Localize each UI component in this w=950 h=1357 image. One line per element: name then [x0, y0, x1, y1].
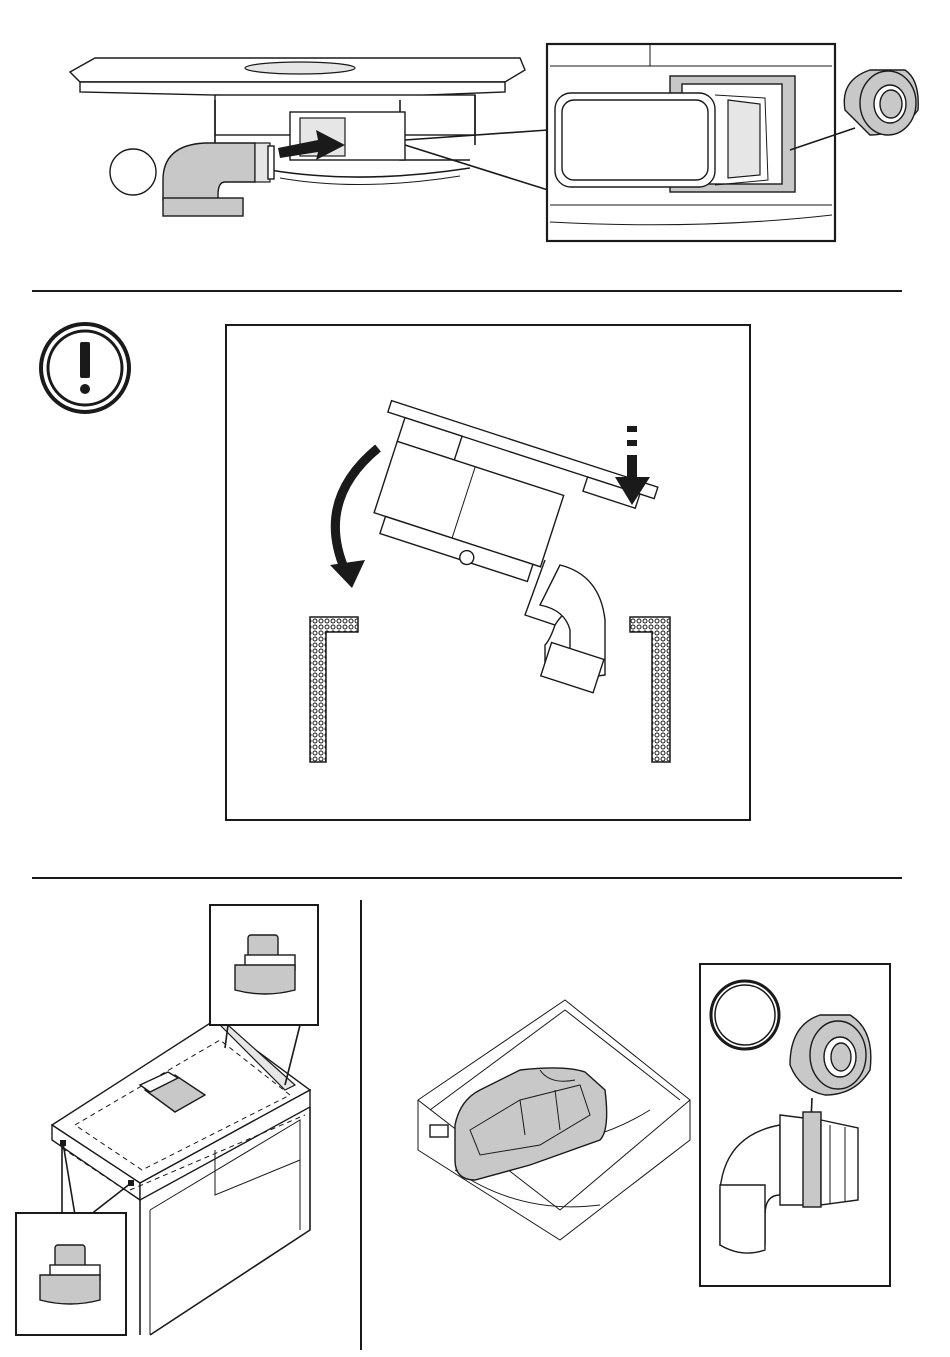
- cabinet-illustration: [0, 879, 360, 1357]
- tape-roll-icon: [790, 1015, 871, 1095]
- step-seal-elbow: [362, 879, 950, 1357]
- step-clip-mount: [0, 879, 360, 1357]
- step-warning-insert: [0, 292, 950, 877]
- warning-icon: [41, 324, 129, 412]
- tape-roll-icon: [844, 70, 918, 135]
- step-badge: [110, 149, 156, 195]
- step-duct-connection: [0, 0, 950, 290]
- hob-underside-illustration: [362, 879, 950, 1357]
- warning-illustration: [0, 292, 950, 877]
- hob-duct-illustration: [0, 0, 950, 290]
